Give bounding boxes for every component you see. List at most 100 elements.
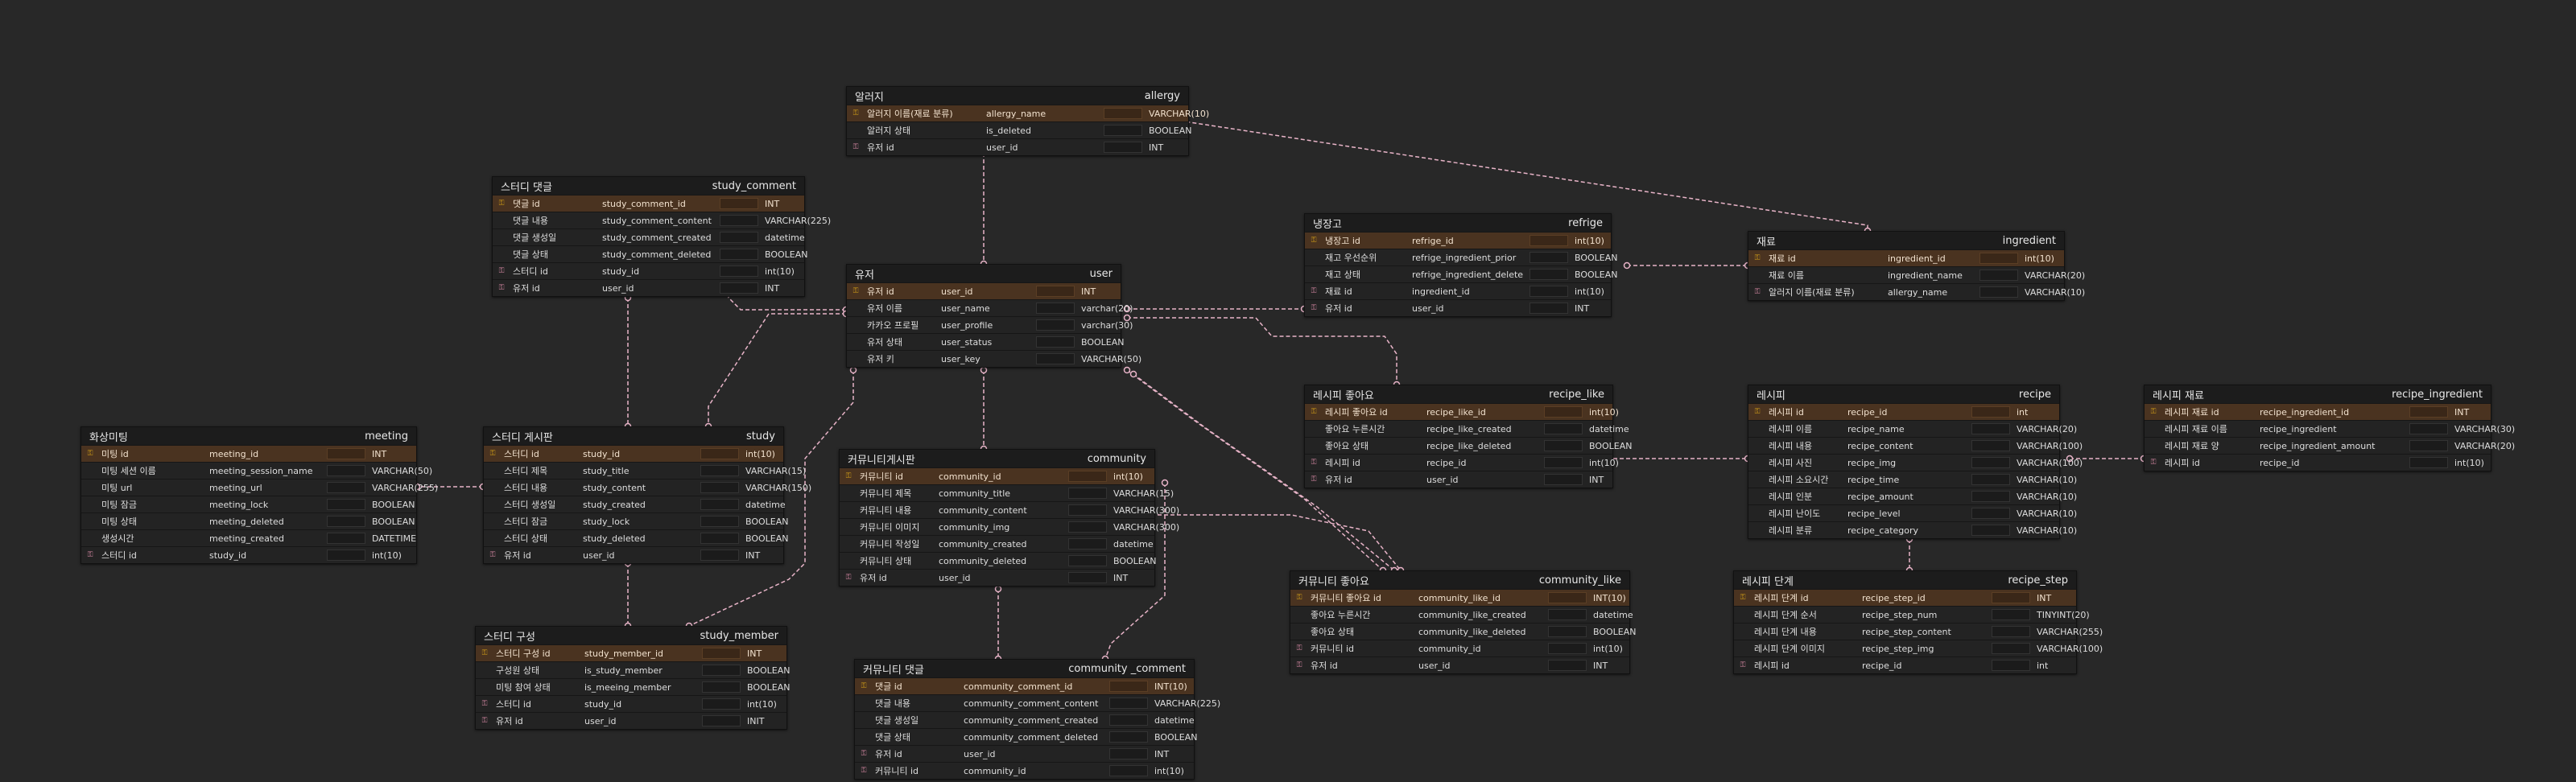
column-row[interactable]: ⚿스터디 idstudy_idint(10) bbox=[81, 546, 416, 563]
column-row[interactable]: 커뮤니티 상태community_deletedBOOLEAN bbox=[840, 552, 1157, 569]
column-row[interactable]: 재료 이름ingredient_nameVARCHAR(20) bbox=[1748, 266, 2085, 283]
column-row[interactable]: 카카오 프로필user_profilevarchar(30) bbox=[847, 316, 1133, 333]
column-row[interactable]: 레시피 분류recipe_categoryVARCHAR(10) bbox=[1748, 521, 2077, 538]
column-row[interactable]: ⚿레시피 단계 idrecipe_step_idINT bbox=[1734, 589, 2076, 606]
column-row[interactable]: ⚿커뮤니티 좋아요 idcommunity_like_idINT(10) bbox=[1290, 589, 1629, 606]
table-allergy[interactable]: 알러지allergy⚿알러지 이름(재료 분류)allergy_nameVARC… bbox=[846, 86, 1209, 156]
column-row[interactable]: 구성원 상태is_study_memberBOOLEAN bbox=[476, 661, 791, 678]
column-row[interactable]: ⚿레시피 좋아요 idrecipe_like_idint(10) bbox=[1305, 403, 1619, 420]
table-header[interactable]: 레시피 재료recipe_ingredient bbox=[2145, 385, 2491, 403]
column-row[interactable]: ⚿재료 idingredient_idint(10) bbox=[1305, 282, 1611, 299]
column-row[interactable]: 댓글 내용community_comment_contentVARCHAR(22… bbox=[855, 694, 1220, 711]
column-row[interactable]: ⚿커뮤니티 idcommunity_idint(10) bbox=[1290, 640, 1629, 656]
table-header[interactable]: 유저user bbox=[847, 265, 1121, 282]
column-row[interactable]: 레시피 난이도recipe_levelVARCHAR(10) bbox=[1748, 504, 2077, 521]
column-row[interactable]: ⚿스터디 구성 idstudy_member_idINT bbox=[476, 644, 786, 661]
column-row[interactable]: 좋아요 상태recipe_like_deletedBOOLEAN bbox=[1305, 437, 1633, 454]
table-recipe_like[interactable]: 레시피 좋아요recipe_like⚿레시피 좋아요 idrecipe_like… bbox=[1304, 385, 1633, 488]
column-row[interactable]: 스터디 상태study_deletedBOOLEAN bbox=[484, 529, 789, 546]
column-row[interactable]: 레시피 재료 양recipe_ingredient_amountVARCHAR(… bbox=[2145, 437, 2515, 454]
column-row[interactable]: 커뮤니티 내용community_contentVARCHAR(300) bbox=[840, 501, 1179, 518]
column-row[interactable]: 댓글 상태study_comment_deletedBOOLEAN bbox=[493, 245, 808, 262]
column-row[interactable]: ⚿댓글 idcommunity_comment_idINT(10) bbox=[855, 677, 1194, 694]
column-row[interactable]: 커뮤니티 작성일community_createddatetime bbox=[840, 535, 1154, 552]
column-row[interactable]: ⚿유저 iduser_idINT bbox=[855, 745, 1194, 762]
column-row[interactable]: ⚿냉장고 idrefrige_idint(10) bbox=[1305, 232, 1611, 249]
column-row[interactable]: 레시피 인분recipe_amountVARCHAR(10) bbox=[1748, 488, 2077, 504]
column-row[interactable]: 댓글 내용study_comment_contentVARCHAR(225) bbox=[493, 212, 831, 228]
column-row[interactable]: 미팅 urlmeeting_urlVARCHAR(255) bbox=[81, 479, 438, 496]
column-row[interactable]: 레시피 단계 이미지recipe_step_imgVARCHAR(100) bbox=[1734, 640, 2103, 656]
table-header[interactable]: 재료ingredient bbox=[1748, 232, 2064, 249]
table-header[interactable]: 커뮤니티 좋아요community_like bbox=[1290, 571, 1629, 589]
column-row[interactable]: ⚿유저 iduser_idINT bbox=[1305, 471, 1612, 488]
table-community[interactable]: 커뮤니티게시판community⚿커뮤니티 idcommunity_idint(… bbox=[839, 449, 1179, 586]
column-row[interactable]: ⚿유저 iduser_idINT bbox=[847, 138, 1188, 155]
column-row[interactable]: 좋아요 누른시간recipe_like_createddatetime bbox=[1305, 420, 1629, 437]
column-row[interactable]: ⚿유저 iduser_idINT bbox=[493, 279, 804, 296]
table-header[interactable]: 알러지allergy bbox=[847, 87, 1188, 105]
column-row[interactable]: ⚿커뮤니티 idcommunity_idint(10) bbox=[855, 762, 1194, 779]
column-row[interactable]: 알러지 상태is_deletedBOOLEAN bbox=[847, 121, 1192, 138]
column-row[interactable]: 레시피 재료 이름recipe_ingredientVARCHAR(30) bbox=[2145, 420, 2515, 437]
column-row[interactable]: ⚿레시피 idrecipe_idint bbox=[1748, 403, 2059, 420]
table-header[interactable]: 레시피 단계recipe_step bbox=[1734, 571, 2076, 589]
column-row[interactable]: 스터디 내용study_contentVARCHAR(150) bbox=[484, 479, 811, 496]
table-header[interactable]: 스터디 게시판study bbox=[484, 427, 783, 445]
column-row[interactable]: ⚿유저 iduser_idINT bbox=[484, 546, 783, 563]
column-row[interactable]: 좋아요 누른시간community_like_createddatetime bbox=[1290, 606, 1633, 623]
table-recipe[interactable]: 레시피recipe⚿레시피 idrecipe_idint레시피 이름recipe… bbox=[1748, 385, 2083, 539]
column-row[interactable]: 레시피 사진recipe_imgVARCHAR(100) bbox=[1748, 454, 2083, 471]
column-row[interactable]: 커뮤니티 이미지community_imgVARCHAR(300) bbox=[840, 518, 1179, 535]
table-header[interactable]: 커뮤니티게시판community bbox=[840, 450, 1154, 467]
column-row[interactable]: ⚿유저 iduser_idINT bbox=[847, 282, 1121, 299]
column-row[interactable]: 미팅 잠금meeting_lockBOOLEAN bbox=[81, 496, 416, 512]
column-row[interactable]: 미팅 상태meeting_deletedBOOLEAN bbox=[81, 512, 416, 529]
column-row[interactable]: ⚿미팅 idmeeting_idINT bbox=[81, 445, 416, 462]
column-row[interactable]: ⚿커뮤니티 idcommunity_idint(10) bbox=[840, 467, 1154, 484]
table-recipe_ingredient[interactable]: 레시피 재료recipe_ingredient⚿레시피 재료 idrecipe_… bbox=[2144, 385, 2515, 471]
table-study_member[interactable]: 스터디 구성study_member⚿스터디 구성 idstudy_member… bbox=[475, 626, 791, 730]
column-row[interactable]: 댓글 생성일community_comment_createddatetime bbox=[855, 711, 1195, 728]
column-row[interactable]: 댓글 상태community_comment_deletedBOOLEAN bbox=[855, 728, 1198, 745]
column-row[interactable]: ⚿알러지 이름(재료 분류)allergy_nameVARCHAR(10) bbox=[847, 105, 1209, 121]
column-row[interactable]: 레시피 내용recipe_contentVARCHAR(100) bbox=[1748, 437, 2083, 454]
table-header[interactable]: 스터디 댓글study_comment bbox=[493, 177, 804, 195]
column-row[interactable]: ⚿레시피 idrecipe_idint(10) bbox=[1305, 454, 1619, 471]
table-header[interactable]: 레시피 좋아요recipe_like bbox=[1305, 385, 1612, 403]
column-row[interactable]: ⚿재료 idingredient_idint(10) bbox=[1748, 249, 2064, 266]
table-meeting[interactable]: 화상미팅meeting⚿미팅 idmeeting_idINT미팅 세션 이름me… bbox=[80, 426, 438, 564]
table-header[interactable]: 냉장고refrige bbox=[1305, 214, 1611, 232]
column-row[interactable]: 미팅 참여 상태is_meeing_memberBOOLEAN bbox=[476, 678, 791, 695]
column-row[interactable]: 스터디 잠금study_lockBOOLEAN bbox=[484, 512, 789, 529]
table-ingredient[interactable]: 재료ingredient⚿재료 idingredient_idint(10)재료… bbox=[1748, 231, 2085, 301]
column-row[interactable]: 유저 키user_keyVARCHAR(50) bbox=[847, 350, 1141, 367]
column-row[interactable]: ⚿댓글 idstudy_comment_idINT bbox=[493, 195, 804, 212]
column-row[interactable]: ⚿유저 iduser_idINT bbox=[840, 569, 1154, 586]
table-community_comment[interactable]: 커뮤니티 댓글community _comment⚿댓글 idcommunity… bbox=[854, 659, 1220, 780]
column-row[interactable]: 레시피 단계 내용recipe_step_contentVARCHAR(255) bbox=[1734, 623, 2103, 640]
column-row[interactable]: 생성시간meeting_createdDATETIME bbox=[81, 529, 416, 546]
table-header[interactable]: 커뮤니티 댓글community _comment bbox=[855, 660, 1194, 677]
column-row[interactable]: 재고 상태refrige_ingredient_deleteBOOLEAN bbox=[1305, 265, 1618, 282]
table-header[interactable]: 스터디 구성study_member bbox=[476, 627, 786, 644]
column-row[interactable]: 재고 우선순위refrige_ingredient_priorBOOLEAN bbox=[1305, 249, 1618, 265]
column-row[interactable]: ⚿스터디 idstudy_idint(10) bbox=[493, 262, 804, 279]
column-row[interactable]: ⚿레시피 idrecipe_idint(10) bbox=[2145, 454, 2491, 471]
column-row[interactable]: 스터디 생성일study_createddatetime bbox=[484, 496, 786, 512]
column-row[interactable]: 유저 이름user_namevarchar(20) bbox=[847, 299, 1133, 316]
column-row[interactable]: 레시피 단계 순서recipe_step_numTINYINT(20) bbox=[1734, 606, 2090, 623]
table-user[interactable]: 유저user⚿유저 iduser_idINT유저 이름user_namevarc… bbox=[846, 264, 1141, 368]
column-row[interactable]: 레시피 소요시간recipe_timeVARCHAR(10) bbox=[1748, 471, 2077, 488]
table-refrige[interactable]: 냉장고refrige⚿냉장고 idrefrige_idint(10)재고 우선순… bbox=[1304, 213, 1618, 317]
table-header[interactable]: 화상미팅meeting bbox=[81, 427, 416, 445]
column-row[interactable]: ⚿유저 iduser_idINT bbox=[1305, 299, 1611, 316]
table-header[interactable]: 레시피recipe bbox=[1748, 385, 2059, 403]
column-row[interactable]: 미팅 세션 이름meeting_session_nameVARCHAR(50) bbox=[81, 462, 432, 479]
table-study_comment[interactable]: 스터디 댓글study_comment⚿댓글 idstudy_comment_i… bbox=[492, 176, 831, 297]
table-study[interactable]: 스터디 게시판study⚿스터디 idstudy_idint(10)스터디 제목… bbox=[483, 426, 811, 564]
column-row[interactable]: ⚿레시피 재료 idrecipe_ingredient_idINT bbox=[2145, 403, 2491, 420]
column-row[interactable]: ⚿스터디 idstudy_idint(10) bbox=[484, 445, 783, 462]
table-recipe_step[interactable]: 레시피 단계recipe_step⚿레시피 단계 idrecipe_step_i… bbox=[1733, 570, 2103, 674]
column-row[interactable]: 레시피 이름recipe_nameVARCHAR(20) bbox=[1748, 420, 2077, 437]
